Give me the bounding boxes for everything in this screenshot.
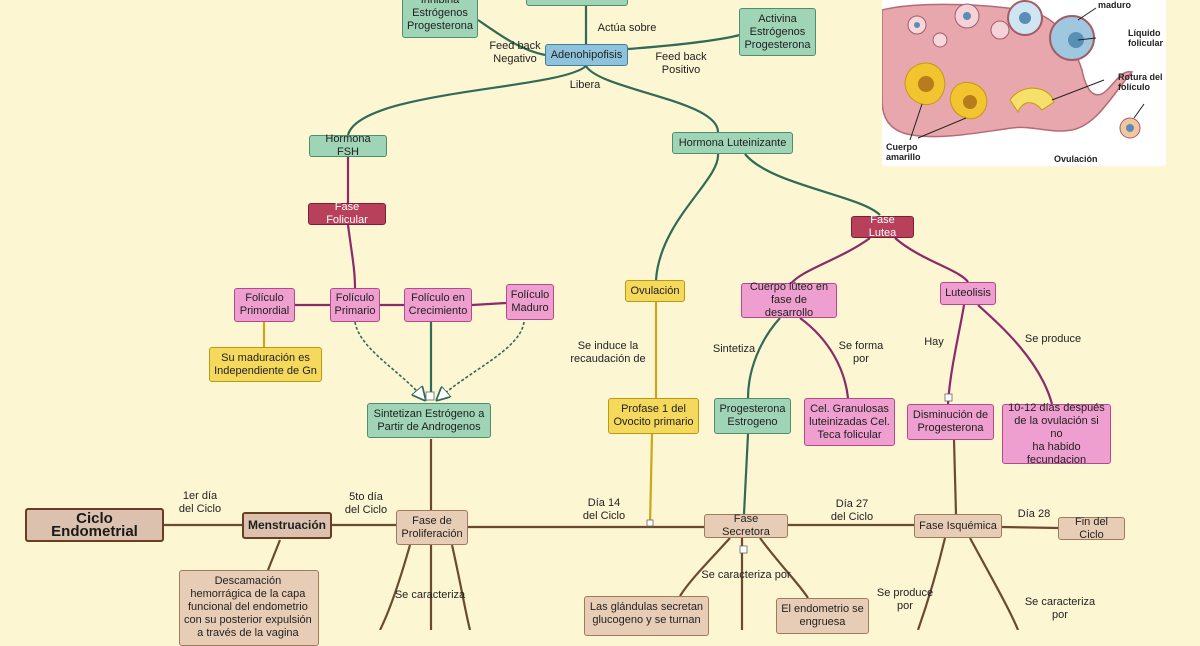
connector-lines: [164, 6, 1059, 630]
node-maduracion[interactable]: Su maduración es Independiente de Gn: [209, 347, 322, 382]
node-foliculo-maduro[interactable]: Folículo Maduro: [506, 284, 554, 320]
node-disminucion-progesterona[interactable]: Disminución de Progesterona: [907, 404, 994, 440]
node-foliculo-primordial[interactable]: Folículo Primordial: [234, 288, 295, 322]
node-ciclo-endometrial[interactable]: Ciclo Endometrial: [25, 508, 164, 542]
illus-label-maduro: maduro: [1098, 0, 1132, 10]
label-dia-27: Día 27 del Ciclo: [830, 498, 874, 523]
node-descamacion[interactable]: Descamación hemorrágica de la capa funci…: [179, 570, 319, 646]
node-fase-proliferacion[interactable]: Fase de Proliferación: [396, 510, 468, 545]
label-feedback-positivo: Feed back Positivo: [655, 51, 707, 76]
node-fase-lutea[interactable]: Fase Lutea: [851, 214, 914, 239]
label-se-caracteriza-por-2: Se caracteriza por: [1024, 596, 1096, 621]
node-fase-folicular[interactable]: Fase Folicular: [308, 201, 386, 226]
label-quinto-dia: 5to día del Ciclo: [344, 491, 388, 516]
node-luteolisis[interactable]: Luteolisis: [940, 282, 996, 305]
node-fase-isquemica[interactable]: Fase Isquémica: [914, 514, 1002, 538]
node-top-cutoff[interactable]: [526, 0, 628, 6]
node-ovulacion[interactable]: Ovulación: [625, 280, 685, 302]
label-sintetiza: Sintetiza: [712, 343, 756, 355]
label-actua-sobre: Actúa sobre: [597, 22, 657, 34]
node-cuerpo-luteo[interactable]: Cuerpo lúteo en fase de desarrollo: [741, 281, 837, 319]
label-se-induce: Se induce la recaudación de: [570, 340, 646, 365]
label-libera: Libera: [569, 79, 601, 91]
node-glandulas[interactable]: Las glándulas secretan glucogeno y se tu…: [584, 596, 709, 636]
node-progesterona-estrogeno[interactable]: Progesterona Estrogeno: [714, 398, 791, 434]
illus-label-liquido-folicular: Líquido folicular: [1128, 28, 1164, 48]
node-hormona-lh[interactable]: Hormona Luteinizante: [672, 132, 793, 154]
concept-map: Inhibina Estrógenos Progesterona Activin…: [25, 0, 1166, 646]
label-hay: Hay: [924, 336, 944, 348]
node-foliculo-crecimiento[interactable]: Folículo en Crecimiento: [404, 288, 472, 322]
label-se-caracteriza: Se caracteriza: [394, 589, 466, 601]
label-feedback-negativo: Feed back Negativo: [489, 40, 541, 65]
label-se-produce-por: Se produce por: [876, 587, 934, 612]
node-10-12-dias[interactable]: 10-12 días después de la ovulación si no…: [1002, 402, 1111, 466]
ovary-illustration: maduro Líquido folicular Rotura del folí…: [882, 0, 1166, 166]
node-fase-secretora[interactable]: Fase Secretora: [704, 513, 788, 538]
label-primer-dia: 1er día del Ciclo: [178, 490, 222, 515]
label-se-produce: Se produce: [1024, 333, 1082, 345]
node-sintetizan[interactable]: Sintetizan Estrógeno a Partir de Androge…: [367, 403, 491, 438]
illus-label-cuerpo-amarillo: Cuerpo amarillo: [886, 142, 921, 162]
label-dia-14: Día 14 del Ciclo: [582, 497, 626, 522]
node-fin-ciclo[interactable]: Fin del Ciclo: [1058, 516, 1125, 541]
label-dia-28: Día 28: [1017, 508, 1051, 520]
node-foliculo-primario[interactable]: Folículo Primario: [330, 288, 380, 322]
node-menstruacion[interactable]: Menstruación: [242, 512, 332, 539]
label-se-forma-por: Se forma por: [838, 340, 884, 365]
node-activina[interactable]: Activina Estrógenos Progesterona: [739, 8, 816, 56]
node-hormona-fsh[interactable]: Hormona FSH: [309, 133, 387, 158]
illus-label-rotura-foliculo: Rotura del folículo: [1118, 72, 1163, 92]
node-profase[interactable]: Profase 1 del Ovocito primario: [608, 398, 699, 434]
label-se-caracteriza-por: Se caracteriza por: [701, 569, 791, 581]
node-adenohipofisis[interactable]: Adenohipofisis: [545, 44, 628, 66]
node-cel-granulosas[interactable]: Cel. Granulosas luteinizadas Cel. Teca f…: [804, 398, 895, 446]
illus-label-ovulacion: Ovulación: [1054, 154, 1098, 164]
node-endometrio-engruesa[interactable]: El endometrio se engruesa: [776, 598, 869, 634]
node-inhibina[interactable]: Inhibina Estrógenos Progesterona: [402, 0, 478, 38]
ovary-drawing: [882, 0, 1166, 166]
